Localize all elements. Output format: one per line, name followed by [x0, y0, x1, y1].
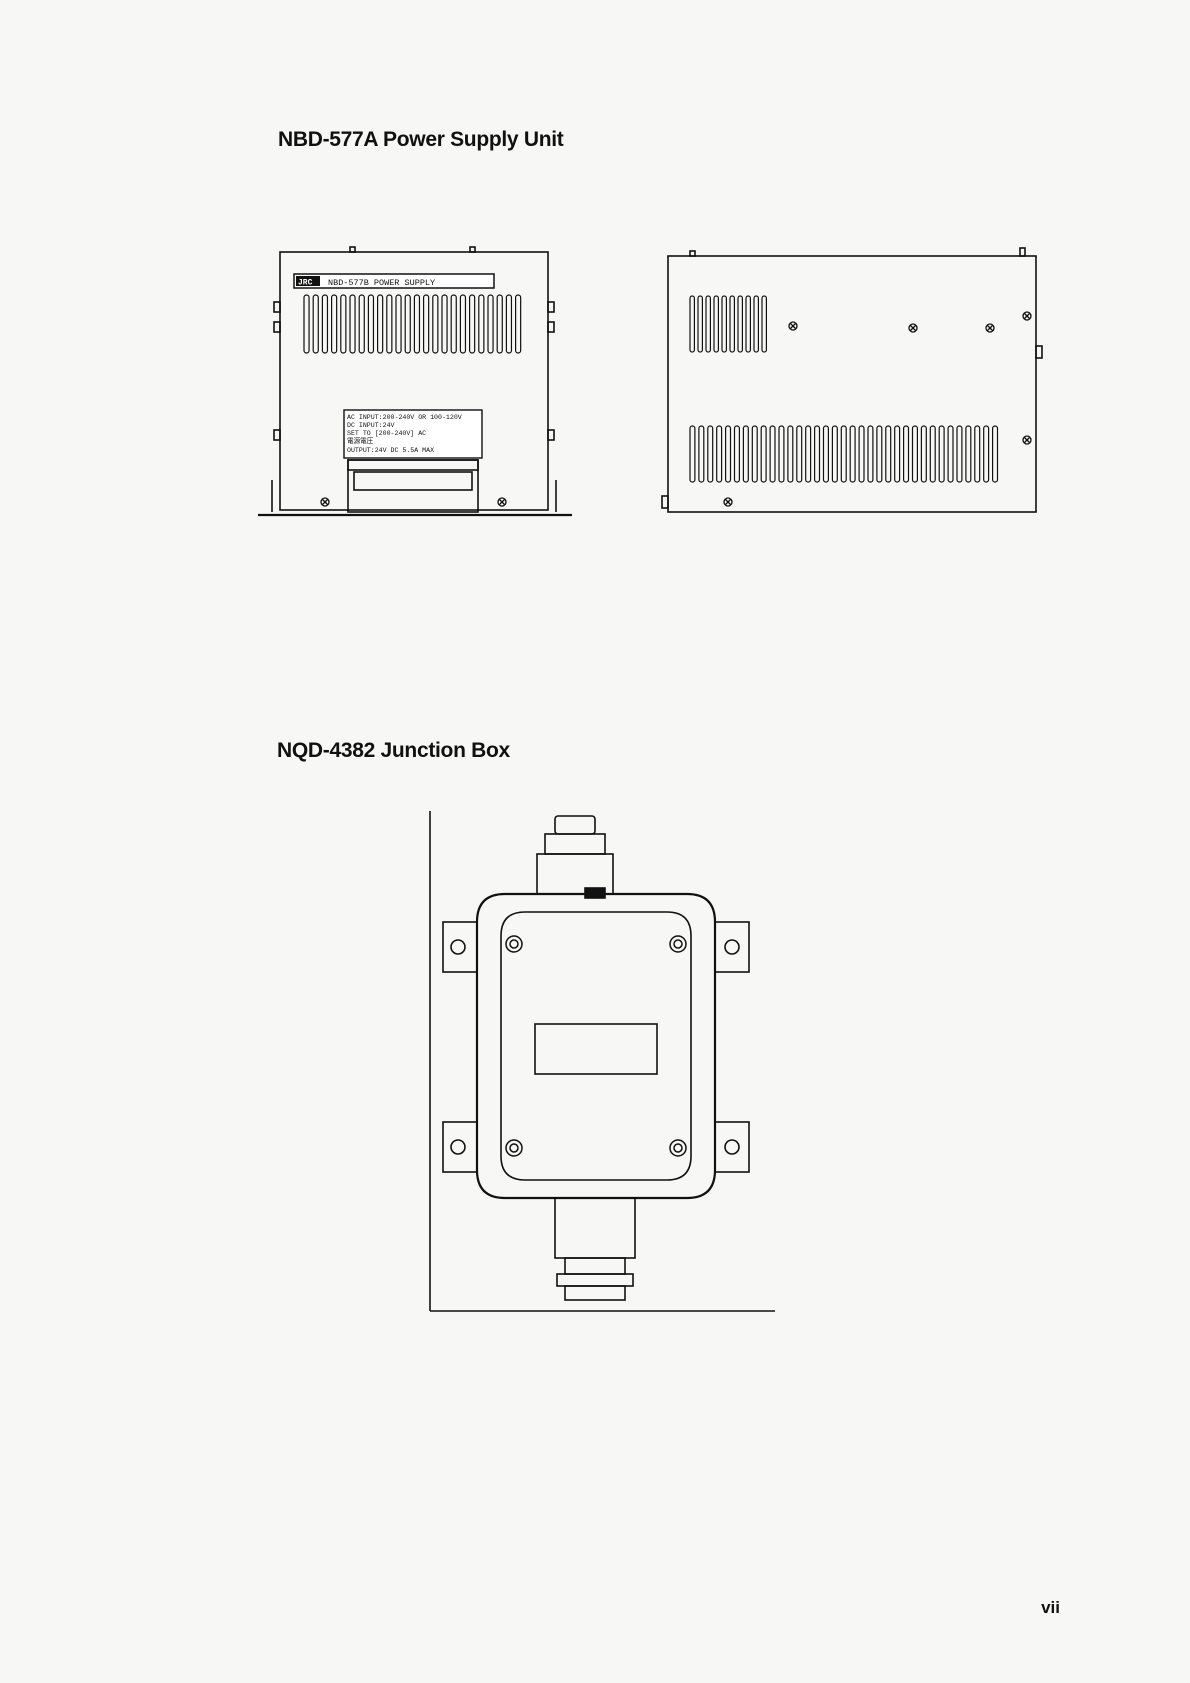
screw-icon: [506, 936, 686, 1156]
rating-line: AC INPUT:200-240V OR 100-120V: [347, 414, 462, 421]
vent-slot: [921, 426, 926, 482]
vent-slot: [350, 295, 355, 353]
vent-slot: [506, 295, 511, 353]
vent-slot: [690, 426, 695, 482]
vent-slot: [743, 426, 748, 482]
vent-slot: [414, 295, 419, 353]
vent-slot: [714, 296, 718, 352]
vent-slot: [859, 426, 864, 482]
vent-slot: [770, 426, 775, 482]
vent-slot: [761, 426, 766, 482]
vent-slot: [378, 295, 383, 353]
vent-slot: [948, 426, 953, 482]
brand-logo: JRC: [298, 279, 313, 288]
page-number: vii: [1041, 1598, 1060, 1618]
vent-slot: [957, 426, 962, 482]
vent-slot: [966, 426, 971, 482]
vent-slot: [815, 426, 820, 482]
vent-slot: [788, 426, 793, 482]
vent-slot: [479, 295, 484, 353]
vent-slot: [735, 426, 740, 482]
vent-slot: [806, 426, 811, 482]
vent-slot: [886, 426, 891, 482]
vent-slot: [726, 426, 731, 482]
vent-slot: [939, 426, 944, 482]
vent-slot: [722, 296, 726, 352]
vent-slot: [359, 295, 364, 353]
vent-slot: [841, 426, 846, 482]
vent-slot: [470, 295, 475, 353]
power-supply-title: NBD-577A Power Supply Unit: [278, 128, 563, 152]
vent-slot: [497, 295, 502, 353]
vent-slot: [706, 296, 710, 352]
vent-slot: [717, 426, 722, 482]
vent-slot: [913, 426, 918, 482]
vent-slot: [460, 295, 465, 353]
vent-slot: [752, 426, 757, 482]
vent-slot: [322, 295, 327, 353]
vent-slot: [877, 426, 882, 482]
junction-box-drawing: [425, 806, 785, 1316]
vent-slot: [451, 295, 456, 353]
vent-slot: [313, 295, 318, 353]
vent-slot: [904, 426, 909, 482]
vent-slot: [405, 295, 410, 353]
vent-slot: [341, 295, 346, 353]
vent-slot: [850, 426, 855, 482]
vent-slot: [746, 296, 750, 352]
vent-slot: [698, 296, 702, 352]
model-label: NBD-577B POWER SUPPLY: [328, 278, 435, 288]
rating-line: DC INPUT:24V: [347, 422, 395, 429]
vent-slot: [895, 426, 900, 482]
vent-slot: [708, 426, 713, 482]
rating-line: OUTPUT:24V DC 5.5A MAX: [347, 447, 434, 454]
vent-slot: [832, 426, 837, 482]
vent-slot: [424, 295, 429, 353]
vent-slot: [387, 295, 392, 353]
vent-slot: [993, 426, 998, 482]
vent-slot: [824, 426, 829, 482]
vent-slot: [779, 426, 784, 482]
vent-slot: [738, 296, 742, 352]
vent-slot: [396, 295, 401, 353]
vent-slot: [868, 426, 873, 482]
vent-slot: [433, 295, 438, 353]
vent-slot: [797, 426, 802, 482]
vent-slot: [442, 295, 447, 353]
power-supply-side-view: [660, 246, 1050, 516]
power-supply-front-view: JRC NBD-577B POWER SUPPLY AC INPUT:200-2…: [250, 240, 580, 522]
vent-slot: [975, 426, 980, 482]
vent-slot: [488, 295, 493, 353]
junction-box-title: NQD-4382 Junction Box: [277, 739, 510, 763]
vent-slot: [332, 295, 337, 353]
vent-slot: [762, 296, 766, 352]
vent-slot: [368, 295, 373, 353]
rating-line: 電源電圧: [347, 436, 374, 445]
vent-slot: [754, 296, 758, 352]
rating-line: SET TO [200-240V] AC: [347, 430, 426, 437]
vent-slot: [304, 295, 309, 353]
vent-slot: [730, 296, 734, 352]
vent-slot: [930, 426, 935, 482]
vent-slot: [690, 296, 694, 352]
vent-slot: [516, 295, 521, 353]
vent-slot: [984, 426, 989, 482]
vent-slot: [699, 426, 704, 482]
